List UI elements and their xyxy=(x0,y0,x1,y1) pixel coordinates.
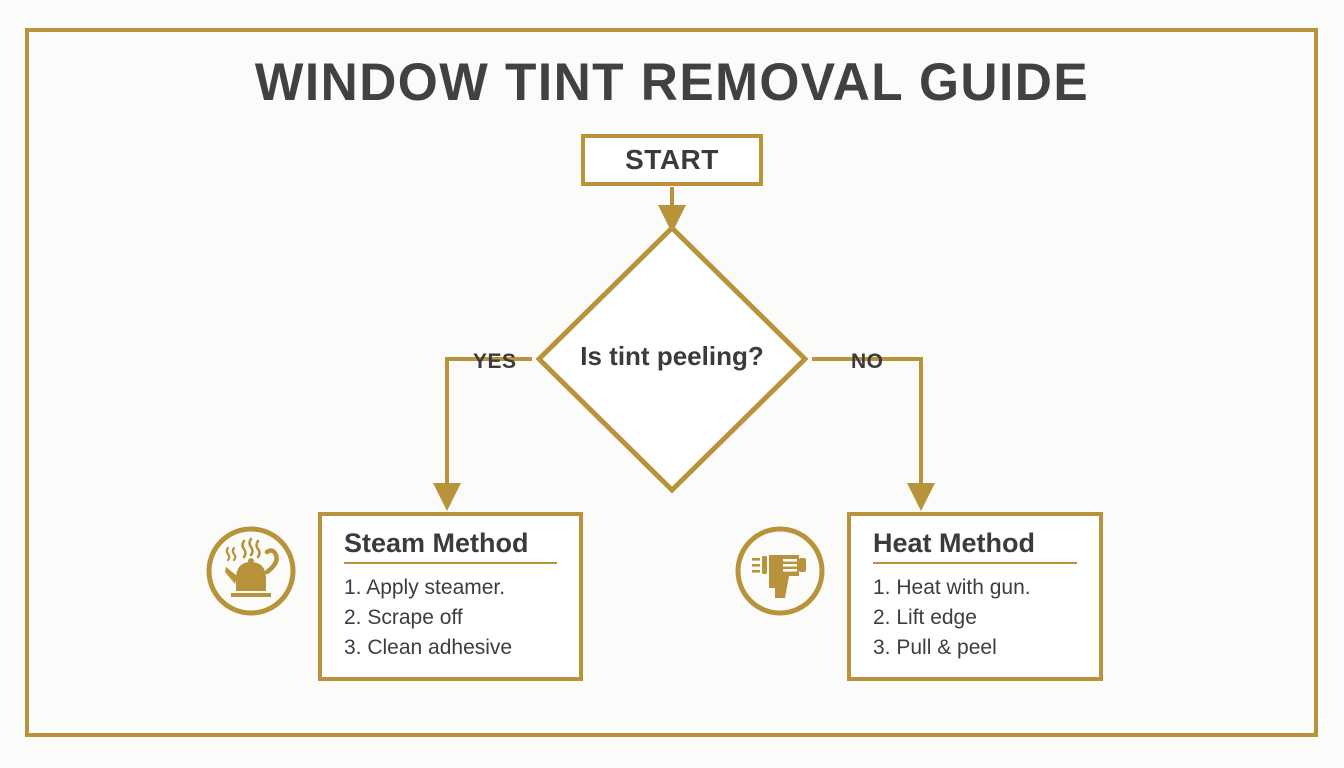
decorative-border-frame xyxy=(25,28,1318,737)
kettle-steam-icon xyxy=(204,524,298,618)
list-item: 1. Heat with gun. xyxy=(873,576,1031,600)
decision-node-label: Is tint peeling? xyxy=(580,341,764,371)
method-title-underline-heat xyxy=(873,562,1077,565)
list-item: 2. Lift edge xyxy=(873,606,977,630)
list-item: 3. Pull & peel xyxy=(873,635,997,659)
method-title-heat: Heat Method xyxy=(873,528,1035,558)
method-step-list-heat: 1. Heat with gun. 2. Lift edge 3. Pull &… xyxy=(873,573,1081,662)
heat-gun-icon xyxy=(733,524,827,618)
branch-label-yes: YES xyxy=(473,350,517,373)
method-title-steam: Steam Method xyxy=(344,528,529,558)
method-card-steam[interactable]: Steam Method 1. Apply steamer. 2. Scrape… xyxy=(318,512,583,681)
list-item: 3. Clean adhesive xyxy=(344,635,513,659)
method-card-heat[interactable]: Heat Method 1. Heat with gun. 2. Lift ed… xyxy=(847,512,1103,681)
start-node[interactable]: START xyxy=(581,134,763,186)
list-item: 2. Scrape off xyxy=(344,606,463,630)
start-node-label: START xyxy=(625,144,719,175)
list-item: 1. Apply steamer. xyxy=(344,576,506,600)
method-title-underline-steam xyxy=(344,562,557,565)
method-step-list-steam: 1. Apply steamer. 2. Scrape off 3. Clean… xyxy=(344,573,561,662)
branch-label-no: NO xyxy=(851,350,884,373)
page-title: WINDOW TINT REMOVAL GUIDE xyxy=(254,53,1090,112)
